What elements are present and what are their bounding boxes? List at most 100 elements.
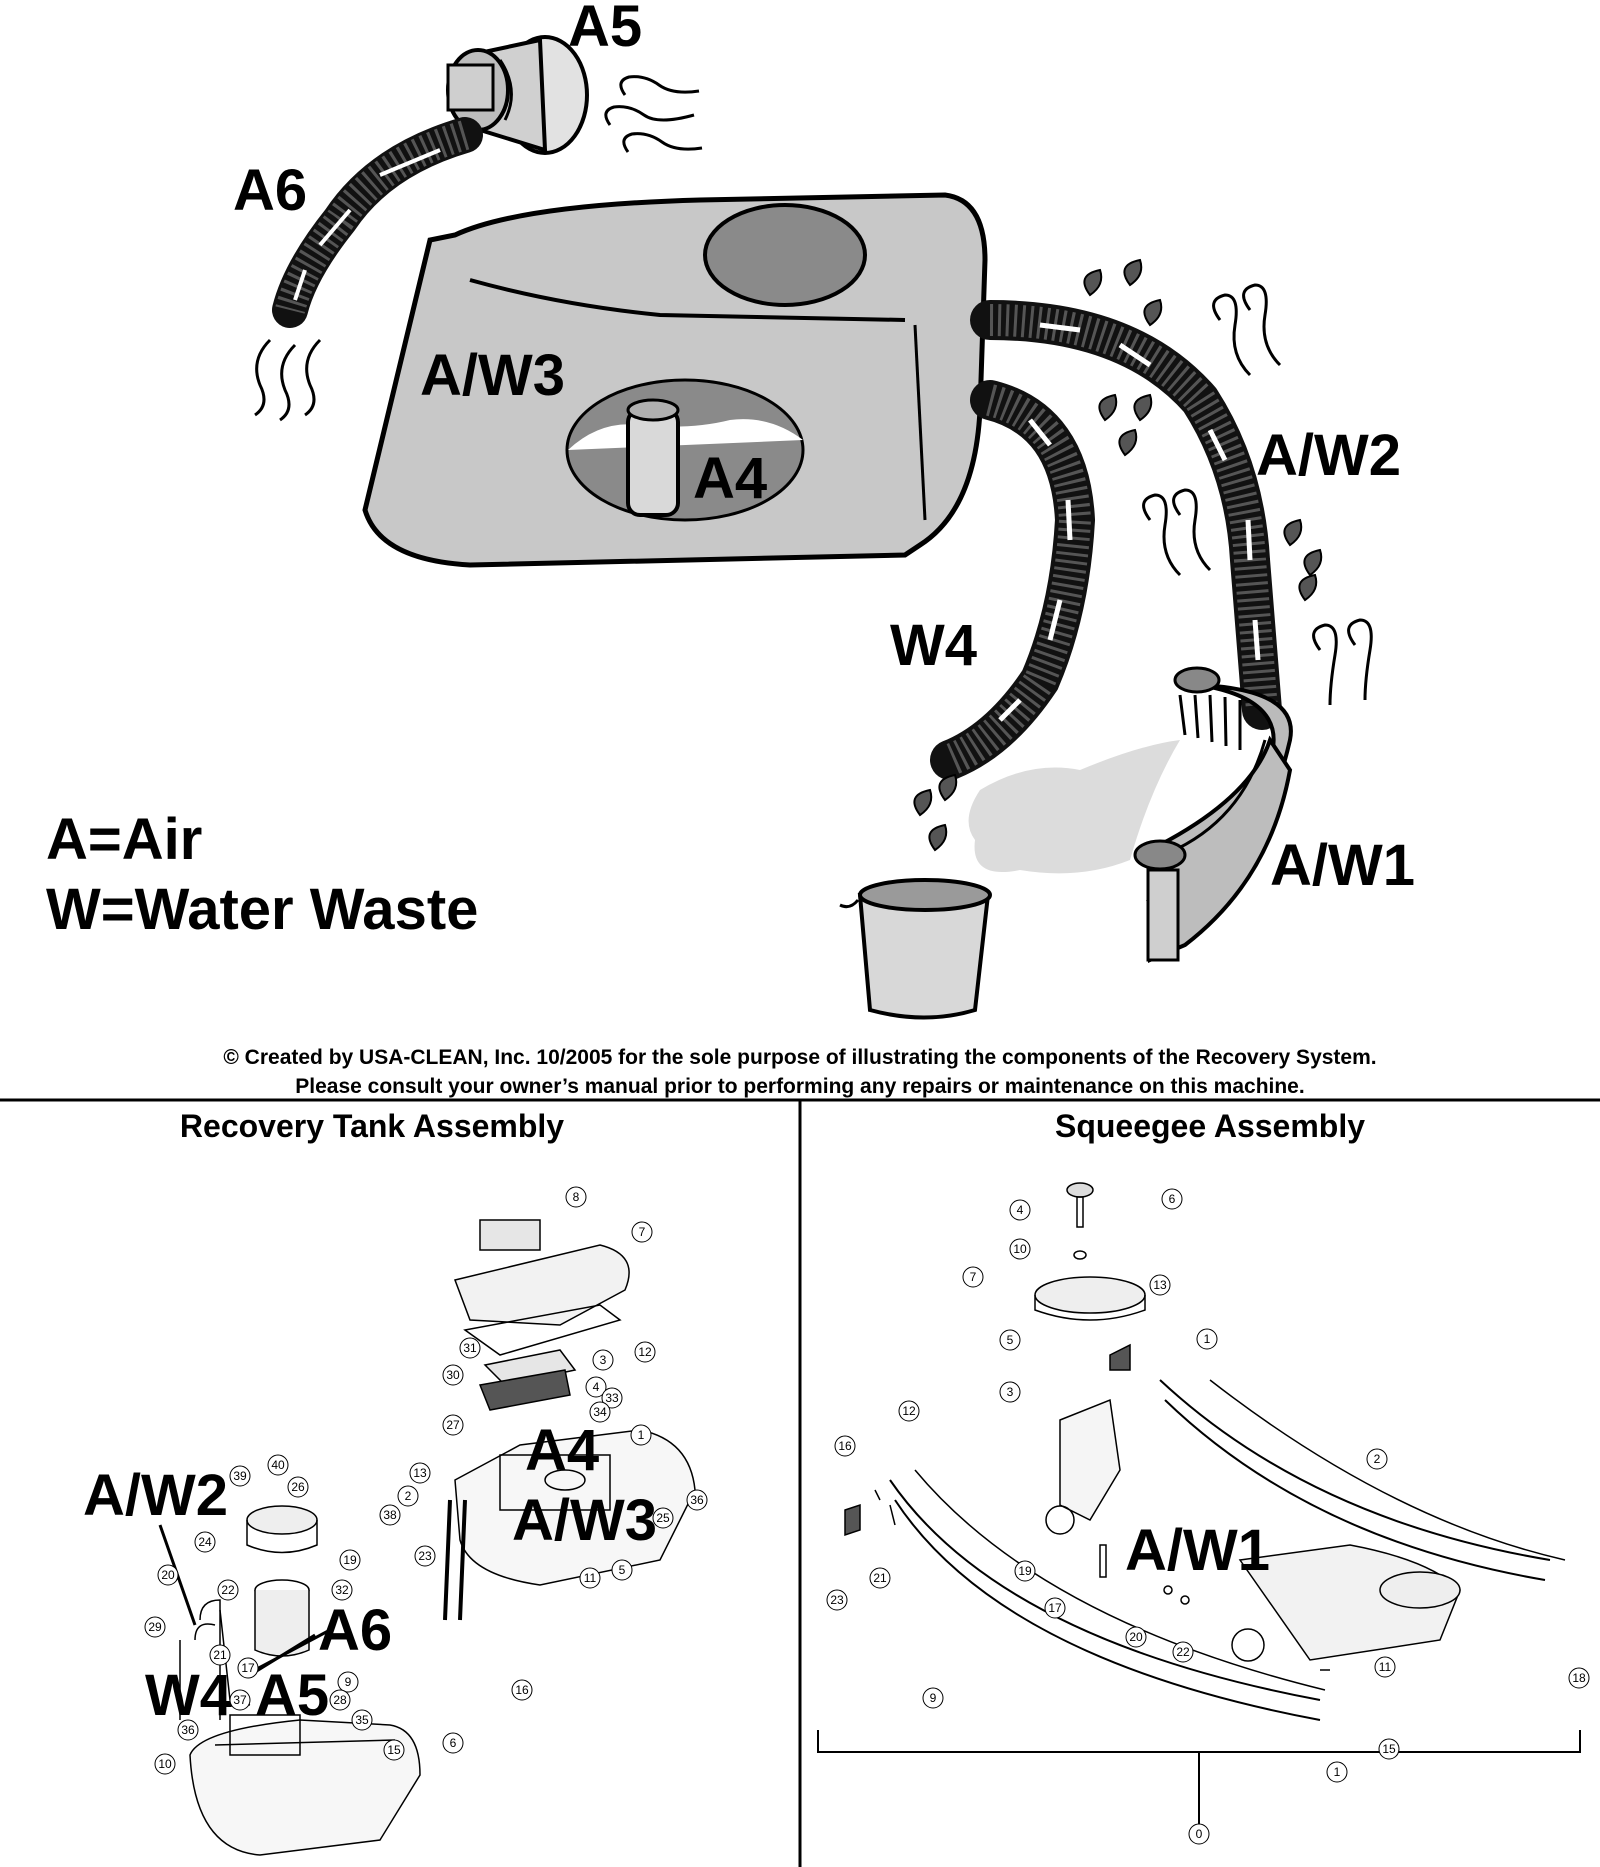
left-part-number-label: 19 <box>343 1553 357 1567</box>
right-part-number-label: 13 <box>1153 1278 1167 1292</box>
left-part-number-bubble <box>209 1644 231 1666</box>
right-part-number-bubble <box>1009 1199 1031 1221</box>
left-part-number-bubble <box>157 1564 179 1586</box>
left-part-number-bubble <box>442 1732 464 1754</box>
left-part-number-bubble <box>331 1579 353 1601</box>
copyright-line-2: Please consult your owner’s manual prior… <box>295 1075 1305 1098</box>
label-a6: A6 <box>233 158 307 223</box>
left-part-number-bubble <box>237 1657 259 1679</box>
left-part-number-label: 12 <box>638 1345 652 1359</box>
right-part-number-bubble <box>922 1687 944 1709</box>
right-part-number-bubble <box>1149 1274 1171 1296</box>
right-part-number-label: 19 <box>1018 1564 1032 1578</box>
right-part-number-bubble <box>1196 1328 1218 1350</box>
left-part-number-label: 17 <box>241 1661 255 1675</box>
label-aw1: A/W1 <box>1270 833 1415 898</box>
air-swirls-a6 <box>254 338 322 422</box>
right-part-number-label: 5 <box>1007 1333 1014 1347</box>
left-part-number-bubble <box>267 1454 289 1476</box>
left-part-number-label: 38 <box>383 1508 397 1522</box>
right-part-number-label: 23 <box>830 1593 844 1607</box>
right-part-number-bubble <box>1014 1560 1036 1582</box>
left-part-number-label: 10 <box>158 1757 172 1771</box>
label-left-a4: A4 <box>525 1418 599 1483</box>
left-part-number-bubble <box>337 1671 359 1693</box>
right-part-number-bubble <box>834 1435 856 1457</box>
left-part-number-bubble <box>631 1221 653 1243</box>
left-part-number-bubble <box>601 1387 623 1409</box>
legend-water: W=Water Waste <box>46 877 479 942</box>
left-part-number-bubble <box>592 1349 614 1371</box>
label-left-a6: A6 <box>318 1598 392 1663</box>
right-part-number-bubble <box>869 1567 891 1589</box>
left-part-number-bubble <box>351 1709 373 1731</box>
label-w4: W4 <box>890 613 977 678</box>
right-part-number-label: 3 <box>1007 1385 1014 1399</box>
right-part-number-label: 6 <box>1169 1192 1176 1206</box>
left-part-number-bubble <box>217 1579 239 1601</box>
left-part-number-label: 39 <box>233 1469 247 1483</box>
left-part-number-bubble <box>686 1489 708 1511</box>
left-part-number-label: 3 <box>600 1353 607 1367</box>
left-part-number-label: 35 <box>355 1713 369 1727</box>
left-part-number-bubble <box>585 1376 607 1398</box>
left-part-number-label: 8 <box>573 1190 580 1204</box>
left-part-number-bubble <box>442 1364 464 1386</box>
left-part-number-bubble <box>579 1567 601 1589</box>
right-part-number-bubble <box>898 1400 920 1422</box>
right-part-number-label: 18 <box>1572 1671 1586 1685</box>
right-part-number-bubble <box>1161 1188 1183 1210</box>
label-right-aw1: A/W1 <box>1125 1518 1270 1583</box>
right-part-number-label: 2 <box>1374 1452 1381 1466</box>
right-part-number-label: 11 <box>1379 1660 1392 1674</box>
right-part-number-bubble <box>1378 1738 1400 1760</box>
left-part-number-bubble <box>379 1504 401 1526</box>
left-part-number-label: 25 <box>656 1511 670 1525</box>
left-part-number-label: 29 <box>148 1620 162 1634</box>
right-part-number-bubble <box>1366 1448 1388 1470</box>
left-part-number-bubble <box>144 1616 166 1638</box>
right-part-number-bubble <box>999 1329 1021 1351</box>
right-part-number-label: 17 <box>1048 1601 1062 1615</box>
left-part-number-bubble <box>397 1485 419 1507</box>
right-part-number-label: 20 <box>1129 1630 1143 1644</box>
panel-title-recovery-tank: Recovery Tank Assembly <box>180 1108 564 1144</box>
left-part-number-label: 33 <box>605 1391 619 1405</box>
left-part-number-bubble <box>339 1549 361 1571</box>
right-part-number-label: 4 <box>1017 1203 1024 1217</box>
copyright-line-1: © Created by USA-CLEAN, Inc. 10/2005 for… <box>223 1046 1377 1069</box>
left-part-number-label: 5 <box>619 1563 626 1577</box>
right-part-number-bubble <box>1568 1667 1590 1689</box>
squeegee-exploded-view <box>844 1182 1566 1721</box>
left-part-number-label: 36 <box>690 1493 704 1507</box>
label-left-aw3: A/W3 <box>512 1488 657 1553</box>
right-part-number-bubble <box>1326 1761 1348 1783</box>
left-part-number-label: 34 <box>593 1405 607 1419</box>
left-part-number-label: 15 <box>387 1743 401 1757</box>
right-part-number-bubble <box>1374 1656 1396 1678</box>
right-part-number-bubble <box>1188 1823 1210 1845</box>
left-part-number-label: 2 <box>405 1489 412 1503</box>
label-aw3: A/W3 <box>420 343 565 408</box>
left-part-number-label: 7 <box>639 1225 646 1239</box>
left-part-number-bubble <box>611 1559 633 1581</box>
left-part-number-label: 28 <box>333 1693 347 1707</box>
left-part-number-label: 13 <box>413 1466 427 1480</box>
right-part-number-label: 7 <box>970 1270 977 1284</box>
left-part-number-label: 40 <box>271 1458 285 1472</box>
recovery-tank <box>362 192 988 568</box>
waste-bucket <box>839 878 992 1020</box>
left-part-number-bubble <box>630 1424 652 1446</box>
air-swirls-hoses <box>1142 283 1373 706</box>
right-part-number-label: 0 <box>1196 1827 1203 1841</box>
right-part-number-bubble <box>826 1589 848 1611</box>
left-part-number-label: 27 <box>446 1418 460 1432</box>
left-part-number-bubble <box>589 1401 611 1423</box>
dirty-water-puddle <box>968 740 1180 874</box>
left-part-number-label: 32 <box>335 1583 349 1597</box>
left-part-number-bubble <box>194 1531 216 1553</box>
panel-title-squeegee: Squeegee Assembly <box>1055 1108 1365 1144</box>
right-part-number-bubble <box>962 1266 984 1288</box>
